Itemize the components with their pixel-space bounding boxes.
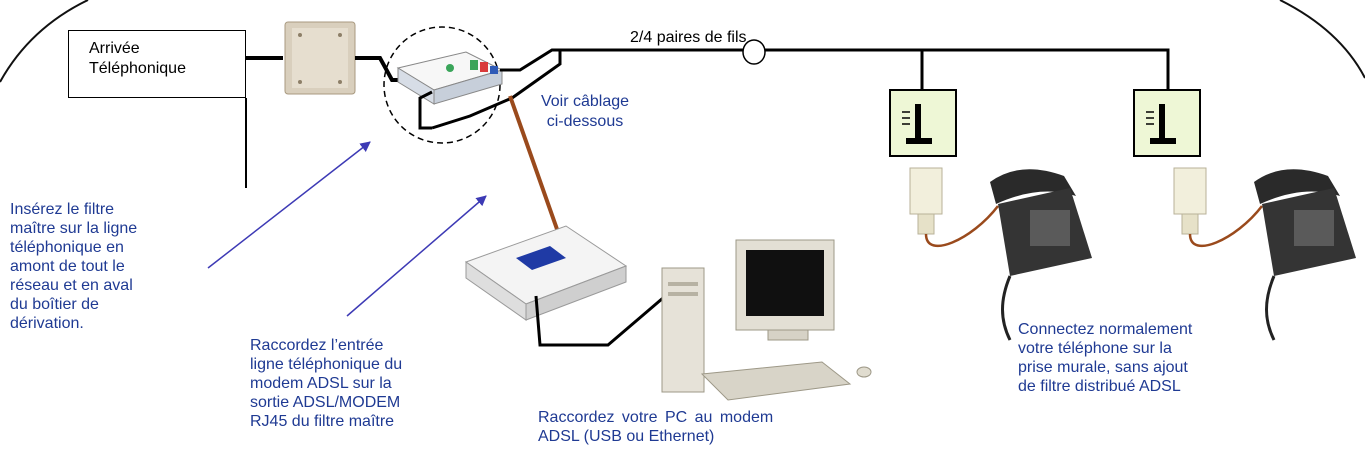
note-filter-line: maître sur la ligne (10, 220, 138, 237)
note-phone-line: de filtre distribué ADSL (1018, 378, 1181, 395)
incoming-line-box: Arrivée Téléphonique (68, 30, 246, 98)
phone-plug-1 (909, 167, 943, 235)
telephone-1 (990, 169, 1092, 341)
note-filter-line: Insérez le filtre (10, 201, 115, 218)
phone-cord-1 (924, 205, 999, 247)
phone-plug-2 (1173, 167, 1207, 235)
note-modem: Raccordez l’entrée ligne téléphonique du… (250, 336, 432, 431)
note-filter-line: du boîtier de (10, 296, 99, 313)
note-filter-line: amont de tout le (10, 258, 125, 275)
phone-cord-2 (1188, 205, 1263, 247)
note-modem-line: sortie ADSL/MODEM (250, 394, 401, 411)
note-pc-line: ADSL (USB ou Ethernet) (538, 428, 715, 445)
note-pc-line: Raccordez votre PC au modem (538, 409, 774, 426)
note-phone-line: votre téléphone sur la (1018, 340, 1172, 357)
wiring-note-line-1: Voir câblage (540, 93, 630, 110)
note-filter-line: dérivation. (10, 315, 84, 332)
wiring-note-line-2: ci-dessous (546, 113, 624, 130)
telephone-2 (1254, 169, 1356, 341)
note-pc: Raccordez votre PC au modem ADSL (USB ou… (538, 408, 898, 446)
line-junction-to-filter (355, 56, 402, 82)
desktop-pc (661, 239, 872, 401)
note-modem-line: RJ45 du filtre maître (250, 413, 395, 430)
adsl-modem (464, 225, 628, 321)
note-modem-line: Raccordez l’entrée (250, 337, 384, 354)
box-title-line-2: Téléphonique (89, 60, 186, 77)
wall-socket-2 (1133, 89, 1201, 157)
pairs-marker (742, 39, 766, 65)
note-modem-line: modem ADSL sur la (250, 375, 392, 392)
adsl-cable (508, 95, 560, 233)
note-phone-line: Connectez normalement (1018, 321, 1193, 338)
master-filter (396, 51, 504, 105)
junction-box (284, 21, 356, 95)
note-filter-line: téléphonique en (10, 239, 124, 256)
note-phone-line: prise murale, sans ajout (1018, 359, 1188, 376)
arrow-to-filter (207, 141, 371, 269)
note-filter-line: réseau et en aval (10, 277, 133, 294)
main-bus-line (500, 48, 1170, 90)
arrow-to-modem (346, 195, 487, 317)
frame-arc-right (1279, 0, 1365, 79)
note-filter: Insérez le filtre maître sur la ligne té… (10, 200, 188, 333)
wiring-note: Voir câblage ci-dessous (520, 92, 650, 132)
pairs-label: 2/4 paires de fils (630, 29, 747, 46)
box-title-line-1: Arrivée (89, 40, 140, 57)
frame-arc-left (0, 0, 89, 83)
note-phone: Connectez normalement votre téléphone su… (1018, 320, 1228, 396)
note-modem-line: ligne téléphonique du (250, 356, 403, 373)
wall-socket-1 (889, 89, 957, 157)
